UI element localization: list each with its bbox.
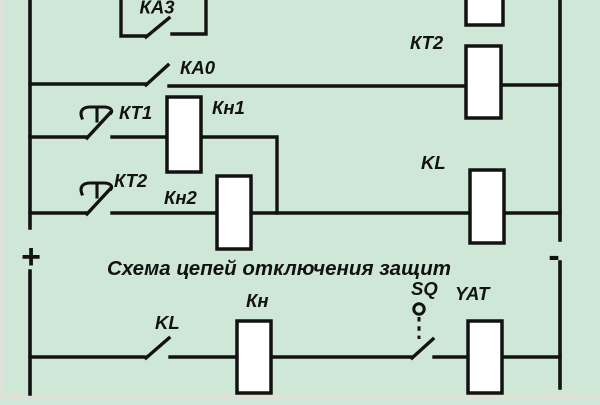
kn-coil [235, 319, 273, 395]
kt1-row-wire [28, 135, 279, 215]
ka3-contact-icon [143, 15, 172, 40]
ka0-contact-icon [143, 62, 171, 88]
kt1-label: КТ1 [119, 102, 152, 123]
kl-coil [468, 168, 506, 245]
kt2-contact-icon [84, 185, 114, 217]
kl-coil-label: KL [421, 152, 446, 173]
yat-label: YAT [455, 283, 491, 304]
kt1-contact-icon [84, 109, 114, 141]
minus-terminal-label: - [548, 237, 559, 275]
plus-terminal-label: + [21, 238, 41, 276]
ka3-label: КА3 [139, 0, 175, 18]
diagram-title: Схема цепей отключения защит [107, 257, 451, 280]
kl-contact-icon [143, 335, 172, 361]
kn2-coil [215, 174, 253, 251]
kt2-coil [464, 44, 503, 120]
kn1-label: Кн1 [212, 97, 245, 118]
kt2-contact-label: КТ2 [114, 170, 148, 191]
sq-contact-icon [409, 336, 436, 361]
sq-drive-circle-icon [412, 302, 426, 316]
ka0-label: КА0 [180, 57, 216, 78]
top-cut-coil [464, 0, 505, 27]
bottom-edge-strip [0, 393, 600, 400]
kl-contact-label: KL [155, 312, 180, 333]
left-edge-strip [0, 0, 3, 400]
kn-coil-label: Кн [246, 290, 269, 311]
ka3-branch-wire [119, 0, 208, 38]
kt1-time-delay-icon [79, 105, 114, 123]
ka0-row-wire [28, 82, 562, 88]
kn2-label: Кн2 [164, 187, 198, 208]
kt2-time-delay-icon [79, 181, 114, 199]
kn1-coil [165, 95, 203, 174]
kt2-coil-label: КТ2 [410, 32, 444, 53]
yat-coil [466, 319, 504, 395]
sq-label: SQ [411, 278, 438, 299]
